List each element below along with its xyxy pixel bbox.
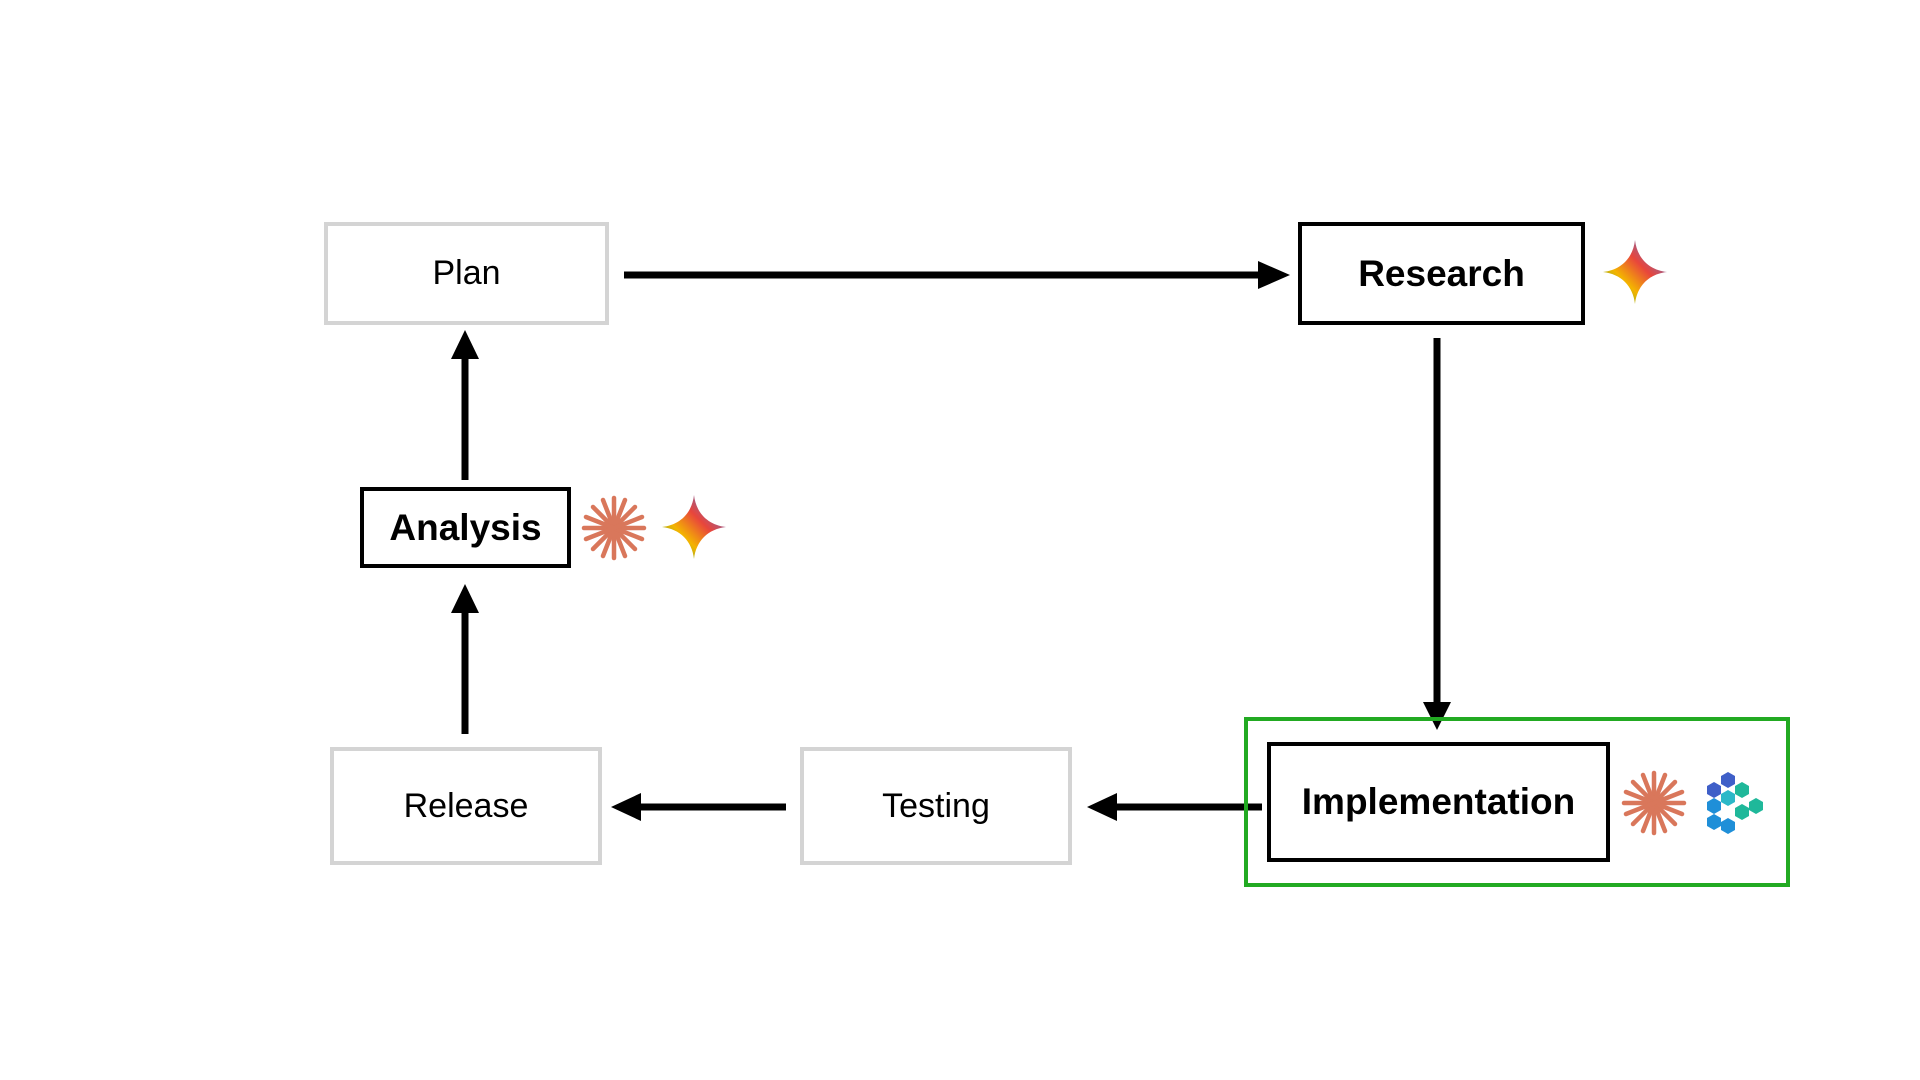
node-implementation: Implementation — [1267, 742, 1610, 862]
node-release-label: Release — [403, 786, 529, 825]
gemini-sparkle-icon — [1603, 240, 1667, 304]
node-analysis-label: Analysis — [389, 506, 542, 548]
node-research: Research — [1298, 222, 1585, 325]
claude-asterisk-icon — [1621, 770, 1687, 836]
arrow-analysis-to-plan — [451, 330, 479, 480]
node-testing: Testing — [800, 747, 1072, 865]
claude-asterisk-icon — [581, 495, 647, 561]
node-plan-label: Plan — [432, 254, 501, 292]
implementation-highlight-frame — [1244, 717, 1790, 887]
arrow-testing-to-release — [611, 793, 786, 821]
node-research-label: Research — [1358, 252, 1525, 294]
arrow-research-to-implementation — [1423, 338, 1451, 730]
hexagon-cluster-icon — [1707, 772, 1763, 834]
node-plan: Plan — [324, 222, 609, 325]
gemini-sparkle-icon — [662, 495, 726, 559]
arrow-release-to-analysis — [451, 584, 479, 734]
node-release: Release — [330, 747, 602, 865]
arrow-implementation-to-testing — [1087, 793, 1262, 821]
node-testing-label: Testing — [882, 786, 990, 825]
node-analysis: Analysis — [360, 487, 571, 568]
node-implementation-label: Implementation — [1301, 781, 1576, 822]
arrow-plan-to-research — [624, 261, 1290, 289]
